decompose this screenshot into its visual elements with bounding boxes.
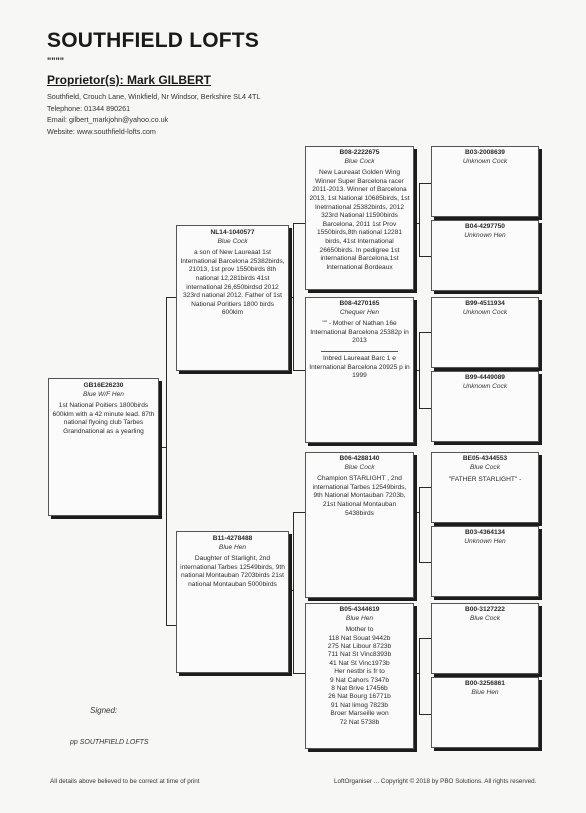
ring-number: B99-4511934 — [465, 300, 505, 307]
bird-color: Chequer Hen — [339, 308, 380, 316]
ring-number: B08-2222675 — [339, 149, 380, 156]
connector — [293, 370, 305, 371]
ring-number: GB16E26230 — [83, 382, 124, 389]
ring-number: B11-4278488 — [212, 535, 253, 542]
ring-number: B99-4449089 — [465, 374, 505, 381]
bird-notes: a son of New Laureaat 1st International … — [180, 249, 285, 317]
grandsire-sire-side-card: B08-2222675 Blue Cock New Laureaat Golde… — [305, 146, 414, 290]
connector — [419, 183, 420, 256]
loft-name: SOUTHFIELD LOFTS — [47, 29, 260, 52]
ring-number: B00-3127222 — [465, 606, 505, 613]
ring-number: NL14-1040577 — [210, 229, 255, 236]
granddam-sire-side-card: B08-4270165 Chequer Hen "" - Mother of N… — [305, 297, 414, 443]
ring-number: B03-4364134 — [465, 529, 505, 536]
bird-color: Blue Cock — [344, 157, 375, 165]
bird-color: Blue Hen — [471, 688, 499, 696]
telephone: Telephone: 01344 890261 — [47, 103, 131, 113]
connector — [414, 223, 420, 224]
connector — [419, 638, 420, 714]
bird-color: Unknown Hen — [464, 231, 506, 239]
contact-block: Southfield, Crouch Lane, Winkfield, Nr W… — [47, 91, 260, 137]
connector — [293, 673, 305, 674]
bird-notes: New Laureaat Golden Wing Winner Super Ba… — [309, 169, 410, 271]
bird-color: Blue Hen — [345, 614, 374, 622]
connector — [419, 332, 431, 333]
bird-color: Unknown Cock — [462, 382, 508, 390]
connector — [414, 673, 420, 674]
connector — [289, 590, 294, 591]
great-grandparent-card: B03-4364134 Unknown Hen — [431, 526, 539, 597]
connector — [419, 256, 431, 257]
connector — [293, 223, 305, 224]
connector — [419, 487, 420, 562]
bird-color: Blue Hen — [218, 543, 247, 551]
bird-color: Blue W/F Hen — [83, 390, 124, 398]
granddam-dam-side-card: B05-4344619 Blue Hen Mother to 118 Nat S… — [305, 603, 414, 749]
header-marks: """" — [47, 56, 65, 66]
bird-notes: "FATHER STARLIGHT" - — [448, 476, 522, 484]
ring-number: B06-4288140 — [339, 455, 380, 462]
bird-color: Blue Cock — [344, 463, 375, 471]
bird-notes: Mother to 118 Nat Souat 9442b 275 Nat Li… — [327, 626, 392, 726]
great-grandparent-card: BE05-4344553 Blue Cock "FATHER STARLIGHT… — [431, 452, 539, 523]
bird-notes: Daughter of Starlight, 2nd international… — [180, 555, 285, 588]
great-grandparent-card: B00-3256861 Blue Hen — [431, 677, 539, 748]
bird-color: Blue Cock — [469, 463, 501, 471]
dam-card: B11-4278488 Blue Hen Daughter of Starlig… — [176, 531, 289, 673]
connector — [159, 447, 167, 448]
great-grandparent-card: B03-2008639 Unknown Cock — [431, 146, 539, 217]
proprietor: Proprietor(s): Mark GILBERT — [47, 73, 212, 87]
signature-pp: pp SOUTHFIELD LOFTS — [70, 739, 149, 746]
bird-color: Unknown Cock — [462, 308, 508, 316]
sire-card: NL14-1040577 Blue Cock a son of New Laur… — [176, 225, 289, 371]
great-grandparent-card: B99-4449089 Unknown Cock — [431, 371, 539, 442]
footer-disclaimer: All details above believed to be correct… — [50, 778, 200, 785]
connector — [419, 638, 431, 639]
great-grandparent-card: B00-3127222 Blue Cock — [431, 603, 539, 674]
connector — [293, 223, 294, 370]
bird-color: Unknown Hen — [464, 537, 506, 545]
connector — [419, 714, 431, 715]
great-grandparent-card: B04-4297750 Unknown Hen — [431, 220, 539, 291]
great-grandparent-card: B99-4511934 Unknown Cock — [431, 297, 539, 368]
bird-color: Blue Cock — [469, 614, 501, 622]
connector — [419, 183, 431, 184]
ring-number: B03-2008639 — [465, 149, 505, 156]
grandsire-dam-side-card: B06-4288140 Blue Cock Champion STARLIGHT… — [305, 452, 414, 598]
ring-number: B00-3256861 — [465, 680, 505, 687]
ring-number: BE05-4344553 — [462, 455, 508, 462]
connector — [293, 512, 294, 673]
email: Email: gilbert_markjohn@yahoo.co.uk — [47, 115, 169, 125]
connector — [166, 297, 167, 625]
bird-notes: 1st National Poitiers 1800birds 600klm w… — [52, 402, 155, 435]
connector — [414, 512, 420, 513]
ring-number: B05-4344619 — [339, 606, 380, 613]
bird-notes: "" - Mother of Nathan 16e International … — [310, 320, 409, 345]
connector — [419, 408, 431, 409]
subject-card: GB16E26230 Blue W/F Hen 1st National Poi… — [48, 378, 159, 516]
connector — [419, 487, 431, 488]
address: Southfield, Crouch Lane, Winkfield, Nr W… — [47, 92, 261, 101]
connector — [166, 625, 176, 626]
connector — [414, 370, 420, 371]
connector — [289, 297, 294, 298]
signed-label: Signed: — [90, 706, 118, 715]
bird-color: Blue Cock — [217, 237, 248, 245]
footer-copyright: LoftOrganiser ... Copyright © 2018 by PB… — [334, 778, 537, 785]
ring-number: B04-4297750 — [465, 223, 505, 230]
ring-number: B08-4270165 — [339, 300, 380, 307]
divider — [321, 350, 398, 352]
website: Website: www.southfield-lofts.com — [47, 126, 156, 136]
bird-notes-extra: Inbred Laureaat Barc 1 e International B… — [309, 354, 410, 380]
connector — [166, 297, 176, 298]
bird-notes: Champion STARLIGHT , 2nd international T… — [312, 475, 407, 517]
connector — [419, 562, 431, 563]
connector — [293, 512, 305, 513]
bird-color: Unknown Cock — [462, 157, 508, 165]
